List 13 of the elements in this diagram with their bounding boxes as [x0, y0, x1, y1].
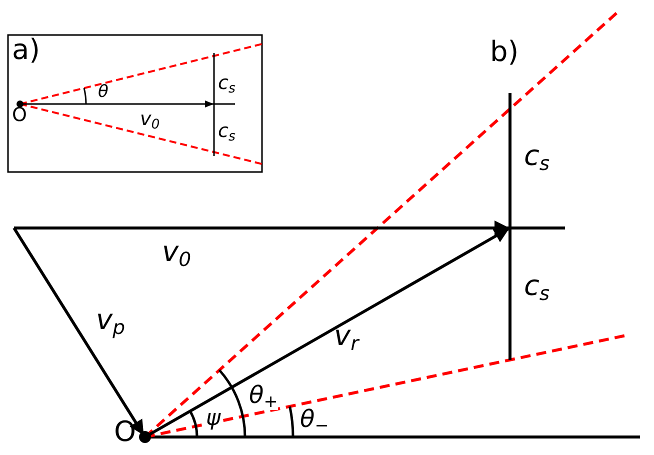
vector-label: v$_{p}$ — [96, 306, 126, 338]
vector-label: v$_{r}$ — [334, 322, 359, 354]
vector-label: c$_{s}$ — [524, 272, 550, 304]
vector-label: c$_{s}$ — [218, 122, 236, 144]
angle-label: θ — [98, 84, 108, 101]
vector-label: c$_{s}$ — [524, 142, 550, 174]
vector-label: v$_{0}$ — [162, 238, 192, 270]
vector-label: v$_{0}$ — [140, 110, 160, 132]
panel-label: a) — [12, 36, 40, 64]
panel-label: b) — [490, 38, 519, 66]
vector-label: c$_{s}$ — [218, 74, 236, 96]
angle-label: θ$_{+}$ — [249, 383, 278, 410]
point-label: O — [12, 106, 27, 125]
